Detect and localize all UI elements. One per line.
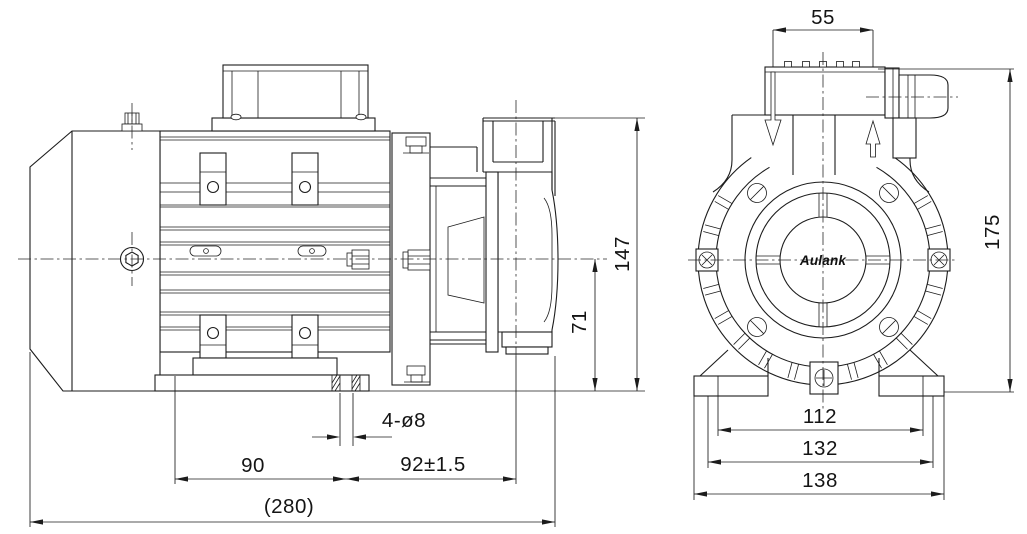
dim-front-height: 175 [878, 68, 1014, 393]
pump-logo: Aulank [799, 253, 848, 268]
cable-gland [884, 67, 949, 159]
hub-spokes [756, 193, 890, 327]
dim-text-bolt-spacing: 112 [803, 405, 837, 428]
dim-overall-height: 147 [369, 117, 645, 392]
dim-bolt-spacing: 112 [717, 376, 924, 436]
dim-text-front-height: 175 [981, 214, 1004, 250]
motor-fan-cover [29, 112, 161, 392]
side-view: 147 71 4-ø8 90 92±1.5 (280) [18, 64, 645, 527]
mounting-base [154, 357, 370, 392]
dim-text-left-to-hole: 90 [241, 454, 265, 477]
port-block-lugs [784, 61, 860, 68]
motor-slots [189, 245, 370, 270]
pump-volute [482, 117, 559, 355]
bottom-screw-pad [809, 361, 839, 395]
front-view: Aulank 55 175 112 132 [688, 6, 1014, 500]
flange-screws [747, 183, 899, 337]
dim-text-center-height: 71 [568, 310, 591, 334]
dim-overall-length: (280) [29, 352, 556, 527]
dim-text-port-spacing: 55 [811, 6, 835, 29]
discharge-port [482, 117, 556, 196]
terminal-box [211, 64, 376, 132]
flow-arrows [764, 30, 881, 158]
dim-text-base-width: 138 [802, 469, 838, 492]
dim-90-92: 90 92±1.5 [174, 356, 517, 484]
dim-mounting-holes: 4-ø8 [312, 393, 426, 446]
dim-center-height: 71 [568, 259, 598, 391]
flow-up-arrow-icon [865, 119, 881, 158]
dim-text-mounting-holes: 4-ø8 [382, 409, 426, 432]
dim-text-overall-height: 147 [611, 236, 634, 272]
dim-port-spacing: 55 [773, 6, 873, 33]
port-block [764, 66, 886, 116]
dim-text-hole-to-port: 92±1.5 [400, 453, 466, 476]
flow-down-arrow-icon [764, 71, 782, 147]
front-feet [693, 349, 945, 397]
pump-bracket [430, 146, 486, 345]
dim-text-foot-span: 132 [802, 437, 838, 460]
motor-clamps [199, 152, 319, 359]
dim-foot-span: 132 [707, 396, 934, 468]
dim-text-overall-length: (280) [264, 495, 314, 518]
motor-body [159, 130, 391, 353]
dim-base-width: 138 [693, 396, 945, 500]
